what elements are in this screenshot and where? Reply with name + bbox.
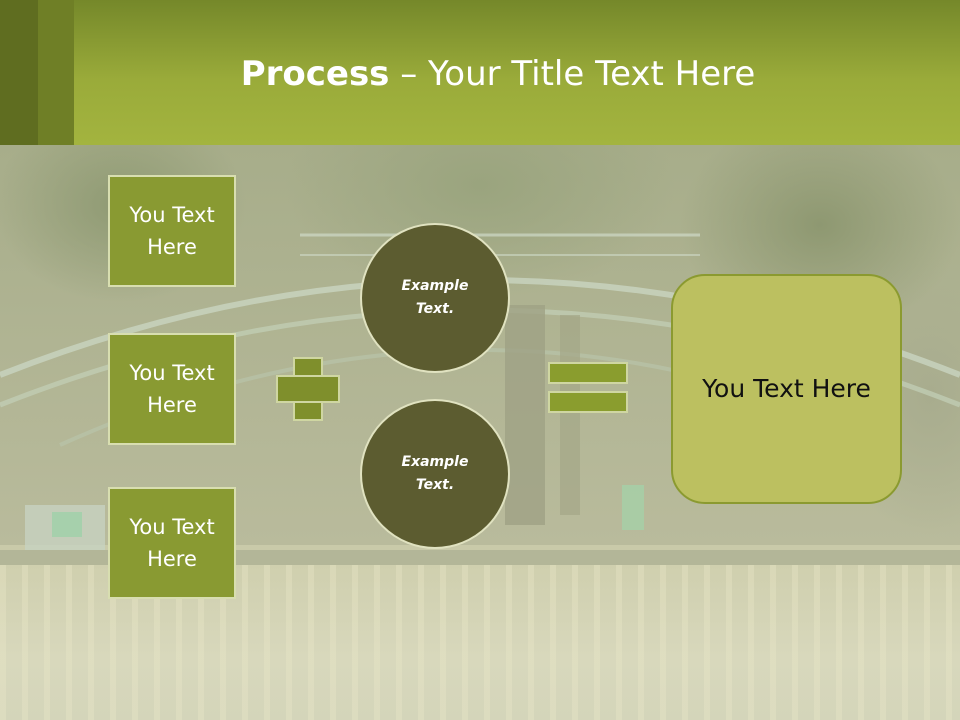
title-bold-text: Process [240,54,390,94]
title-bar: Process – Your Title Text Here [0,0,960,145]
example-circle-label: Example Text. [401,278,469,317]
left-text-box-label: You Text Here [129,203,215,259]
slide-title[interactable]: Process – Your Title Text Here [0,52,960,96]
left-text-box-1[interactable]: You Text Here [108,175,236,287]
title-rest-text: – Your Title Text Here [389,54,756,94]
left-text-box-label: You Text Here [129,515,215,571]
example-circle-label: Example Text. [401,454,469,493]
example-circle-1[interactable]: Example Text. [360,223,510,373]
left-text-box-3[interactable]: You Text Here [108,487,236,599]
result-text-box-label: You Text Here [702,374,871,403]
left-text-box-2[interactable]: You Text Here [108,333,236,445]
title-bar-stripe-dark [0,0,38,145]
left-text-box-label: You Text Here [129,361,215,417]
example-circle-2[interactable]: Example Text. [360,399,510,549]
result-text-box[interactable]: You Text Here [671,274,902,504]
title-bar-stripe [38,0,74,145]
